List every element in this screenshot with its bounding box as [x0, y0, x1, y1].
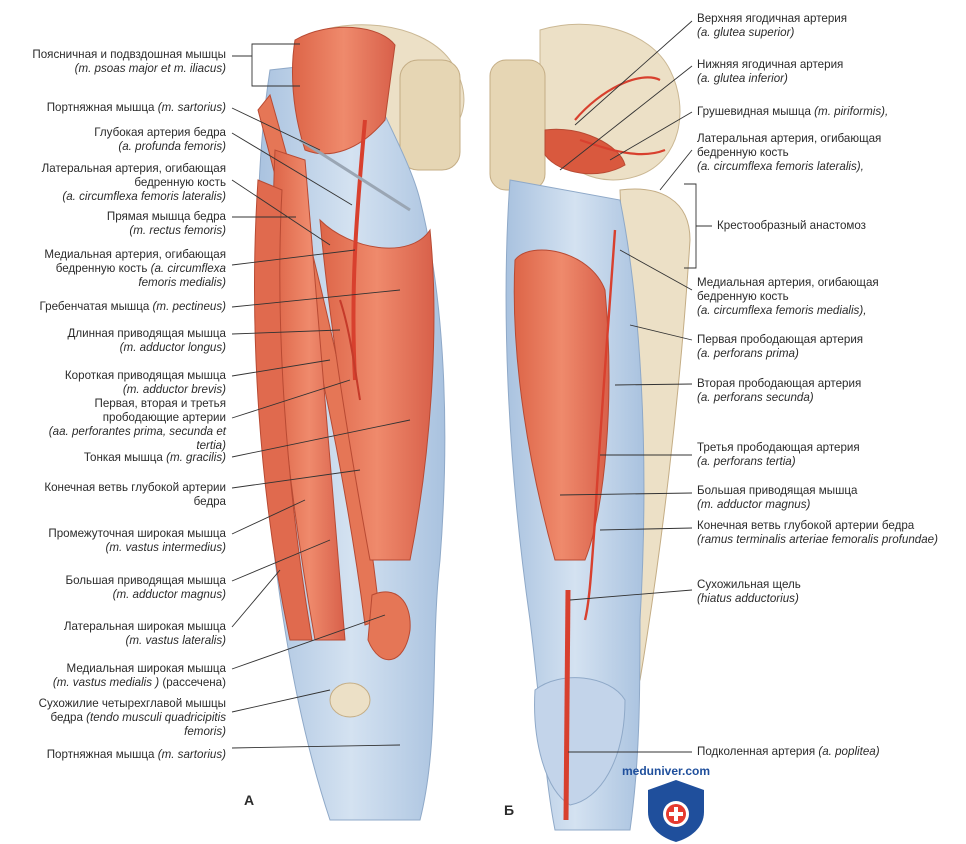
iliopsoas-muscle: [292, 26, 396, 155]
deep-femoral-artery: [351, 119, 367, 381]
perforating-arteries: [339, 299, 361, 401]
label-adductor-brevis: Короткая приводящая мышца(m. adductor br…: [64, 369, 226, 396]
meduniver-logo: [648, 780, 704, 842]
thigh-anterior-view: [254, 24, 465, 821]
left-leader-lines: [231, 43, 411, 749]
perforating-artery-chain: [583, 229, 617, 621]
label-perforans-prima: Первая прободающая артерия(a. perforans …: [697, 333, 864, 360]
piriformis-muscle: [544, 128, 626, 175]
patella: [329, 682, 371, 718]
sacrum-anterior: [399, 59, 461, 171]
label-vastus-lateralis: Латеральная широкая мышца(m. vastus late…: [63, 620, 226, 647]
adductor-magnus-muscle: [513, 249, 610, 561]
adductor-group-muscle: [319, 218, 435, 561]
panel-label-b: Б: [504, 802, 515, 818]
label-iliopsoas: Поясничная и подвздошная мышцы(m. psoas …: [32, 48, 226, 75]
label-glutea-superior: Верхняя ягодичная артерия(a. glutea supe…: [697, 12, 848, 39]
vastus-lateralis-muscle: [254, 179, 313, 641]
popliteal-artery: [563, 589, 571, 821]
panel-label-a: А: [244, 792, 255, 808]
sacrum-posterior: [489, 59, 546, 191]
label-glutea-inferior: Нижняя ягодичная артерия(a. glutea infer…: [697, 58, 844, 85]
vastus-medialis-muscle: [367, 591, 411, 661]
label-profunda-femoris: Глубокая артерия бедра(a. profunda femor…: [94, 126, 226, 153]
watermark-text: meduniver.com: [622, 764, 711, 778]
label-vastus-medialis: Медиальная широкая мышца(m. vastus media…: [52, 662, 226, 689]
label-sartorius-top: Портняжная мышца (m. sartorius): [46, 101, 226, 114]
label-piriformis: Грушевидная мышца (m. piriformis),: [697, 105, 889, 118]
label-adductor-longus: Длинная приводящая мышца(m. adductor lon…: [67, 327, 227, 354]
femoral-catheter-line: [299, 138, 411, 212]
label-pectineus: Гребенчатая мышца (m. pectineus): [39, 300, 227, 313]
label-adductor-magnus-left: Большая приводящая мышца(m. adductor mag…: [65, 574, 226, 601]
label-perforans-tertia: Третья прободающая артерия(a. perforans …: [697, 441, 860, 468]
label-rectus-femoris: Прямая мышца бедра(m. rectus femoris): [106, 210, 226, 237]
label-vastus-intermedius: Промежуточная широкая мышца(m. vastus in…: [48, 527, 226, 554]
label-sartorius-bottom: Портняжная мышца (m. sartorius): [46, 748, 226, 761]
label-ramus-terminalis-right: Конечная ветвь глубокой артерии бедра(ra…: [697, 519, 938, 546]
label-poplitea: Подколенная артерия (a. poplitea): [697, 745, 880, 758]
label-perforans-secunda: Вторая прободающая артерия(a. perforans …: [697, 377, 862, 404]
thigh-posterior-view: [489, 23, 691, 831]
label-hiatus-adductorius: Сухожильная щель(hiatus adductorius): [697, 578, 801, 605]
label-gracilis: Тонкая мышца (m. gracilis): [83, 451, 226, 464]
label-adductor-magnus-right: Большая приводящая мышца(m. adductor mag…: [697, 484, 858, 511]
right-leader-lines: [559, 20, 712, 753]
label-cruciate-anastomosis: Крестообразный анастомоз: [717, 219, 867, 232]
popliteal-fossa: [534, 677, 626, 806]
